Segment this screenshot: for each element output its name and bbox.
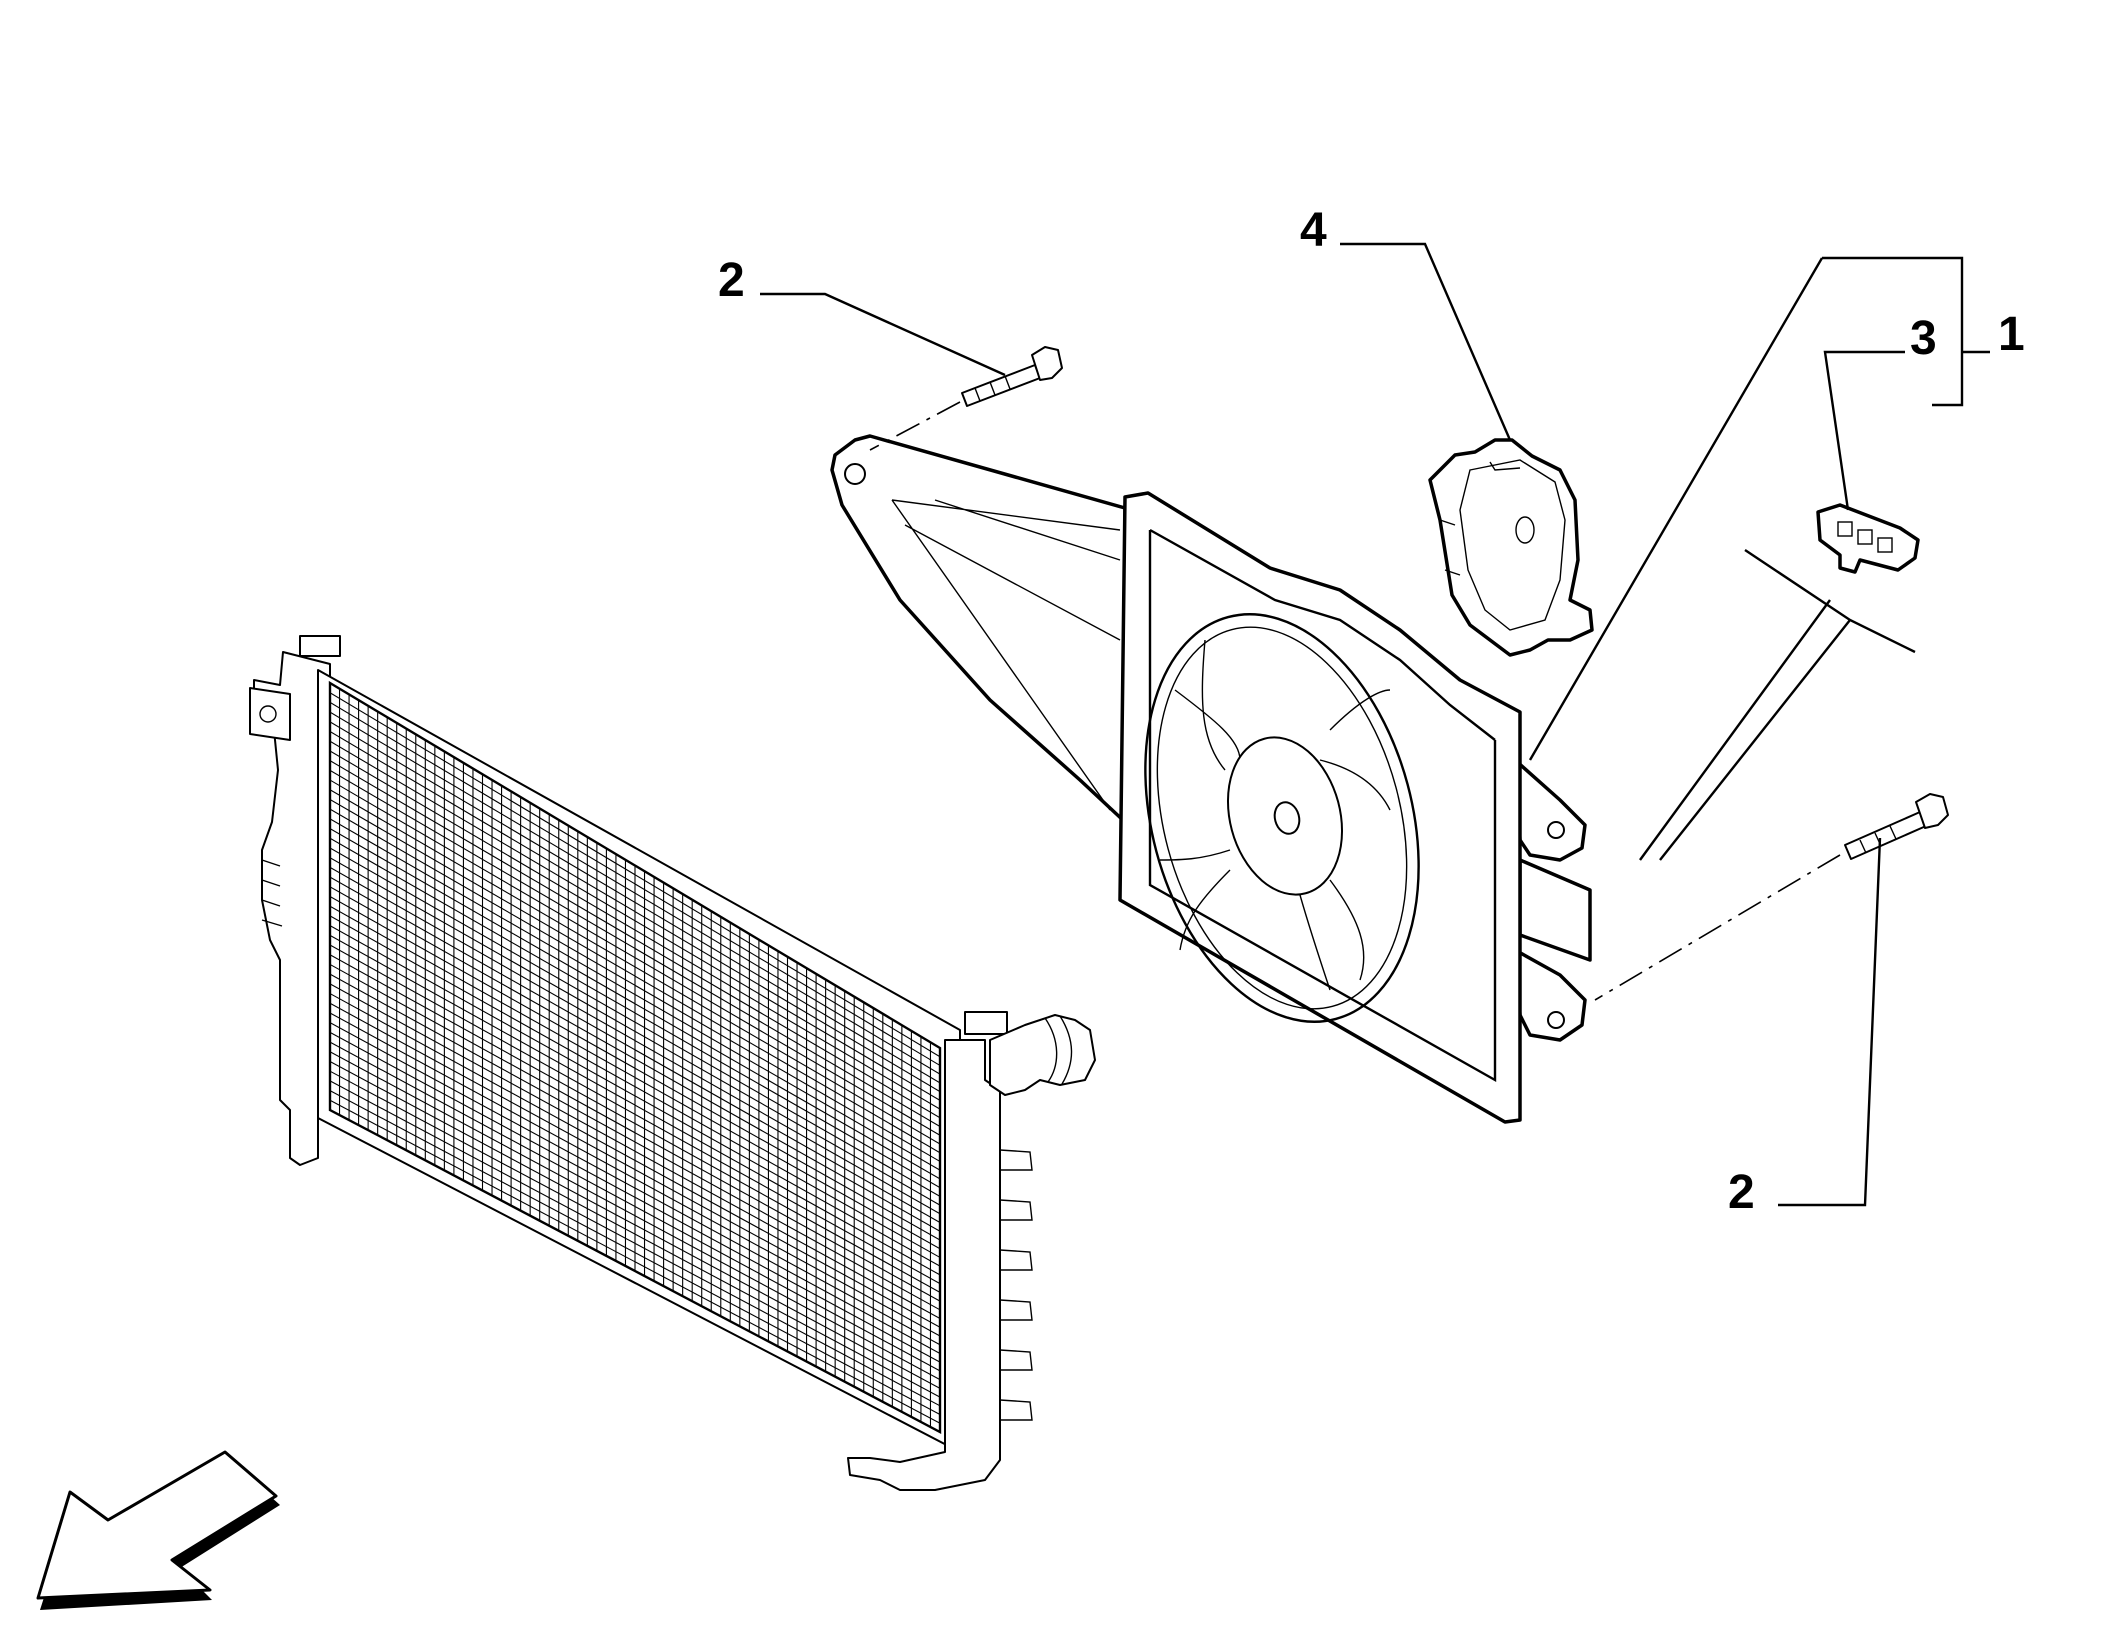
- mesh-line: [330, 750, 940, 1110]
- mesh-line: [330, 934, 940, 1276]
- mesh-line: [330, 876, 940, 1224]
- mesh-line: [330, 1022, 940, 1354]
- radiator-right-top-tab: [964, 1011, 1008, 1035]
- mesh-line: [330, 760, 940, 1119]
- mesh-line: [330, 866, 940, 1215]
- mesh-line: [330, 740, 940, 1101]
- mesh-line: [330, 1002, 940, 1337]
- radiator-core-mesh: [330, 688, 940, 1427]
- mesh-line: [330, 692, 940, 1058]
- mesh-line: [330, 905, 940, 1250]
- mesh-line: [330, 779, 940, 1136]
- front-direction-arrow-icon: [36, 1450, 280, 1610]
- callout-label-4: 4: [1300, 204, 1327, 257]
- mesh-line: [330, 1031, 940, 1363]
- mesh-line: [330, 915, 940, 1258]
- mesh-line: [330, 954, 940, 1293]
- callout-label-1: 1: [1998, 308, 2025, 361]
- mesh-line: [330, 711, 940, 1075]
- mesh-line: [330, 1070, 940, 1398]
- mesh-line: [330, 721, 940, 1084]
- bolt-lower-part: [1844, 793, 1949, 860]
- mesh-line: [330, 847, 940, 1197]
- mesh-line: [330, 1012, 940, 1346]
- mesh-line: [330, 798, 940, 1154]
- mesh-line: [330, 973, 940, 1311]
- mesh-line: [330, 886, 940, 1232]
- fan-shroud-assembly: [830, 434, 1592, 1124]
- mesh-line: [330, 925, 940, 1267]
- mesh-line: [330, 1099, 940, 1424]
- radiator-left-top-tab: [299, 635, 341, 657]
- mesh-line: [330, 731, 940, 1093]
- mesh-line: [330, 983, 940, 1320]
- callout-label-2-upper: 2: [718, 254, 745, 307]
- resistor-part: [1816, 503, 1920, 574]
- mesh-line: [330, 769, 940, 1128]
- mesh-line: [330, 857, 940, 1206]
- mesh-line: [330, 963, 940, 1302]
- callout-label-3: 3: [1910, 312, 1937, 365]
- mesh-line: [330, 944, 940, 1285]
- mesh-line: [330, 808, 940, 1162]
- mesh-line: [330, 701, 940, 1066]
- mesh-line: [330, 1090, 940, 1416]
- mesh-line: [330, 993, 940, 1328]
- mesh-line: [330, 1080, 940, 1407]
- bolt-upper-part: [961, 346, 1063, 407]
- mesh-line: [330, 789, 940, 1145]
- mesh-line: [330, 896, 940, 1241]
- callout-label-2-lower: 2: [1728, 1166, 1755, 1219]
- mesh-line: [330, 1051, 940, 1381]
- mesh-line: [330, 837, 940, 1189]
- fan-cover-part: [1428, 438, 1594, 657]
- mesh-line: [330, 818, 940, 1171]
- leader-lines: [760, 242, 1990, 1207]
- radiator: [249, 635, 1096, 1491]
- mesh-line: [330, 1060, 940, 1389]
- mesh-line: [330, 1041, 940, 1372]
- mesh-line: [330, 828, 940, 1180]
